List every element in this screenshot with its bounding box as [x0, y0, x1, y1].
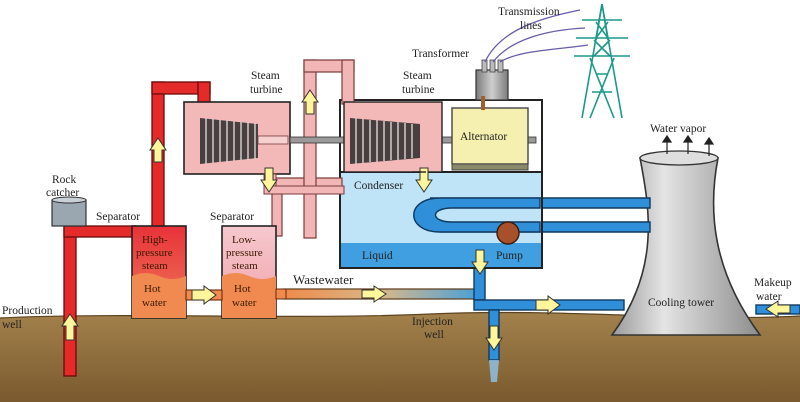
- label-alternator: Alternator: [460, 131, 507, 143]
- label-hot-water-2a: Hot: [234, 283, 251, 295]
- separator-2: [221, 225, 277, 319]
- condenser: [339, 171, 543, 269]
- transformer: [475, 59, 509, 110]
- label-high-pressure-1: High-: [142, 234, 168, 246]
- label-liquid: Liquid: [362, 250, 393, 262]
- label-hot-water-1b: water: [142, 297, 167, 309]
- ground: [0, 312, 800, 402]
- label-makeup-water-2: water: [756, 291, 782, 303]
- label-cooling-tower: Cooling tower: [648, 297, 714, 309]
- label-high-pressure-2: pressure: [136, 247, 173, 259]
- label-low-pressure-2: pressure: [226, 247, 263, 259]
- label-high-pressure-3: steam: [142, 260, 168, 272]
- label-low-pressure-3: steam: [232, 260, 258, 272]
- label-production-well-1: Production: [2, 305, 53, 317]
- label-transmission-1: Transmission: [498, 6, 560, 18]
- injection-well-plume: [489, 360, 499, 382]
- label-makeup-water-1: Makeup: [754, 277, 792, 289]
- label-separator-1: Separator: [96, 211, 140, 223]
- steam-turbine-1: [183, 101, 291, 175]
- label-transmission-2: lines: [520, 20, 542, 32]
- water-vapor-arrows: [661, 134, 715, 156]
- pylon-icon: [574, 3, 630, 119]
- label-steam-turbine-2a: Steam: [403, 70, 432, 82]
- label-injection-well-2: well: [424, 329, 444, 341]
- alternator: [451, 107, 529, 171]
- label-transformer: Transformer: [412, 48, 469, 60]
- transmission-lines: [484, 9, 589, 63]
- separator-1: [131, 225, 187, 319]
- label-low-pressure-1: Low-: [232, 234, 256, 246]
- pump-icon: [496, 221, 520, 245]
- label-separator-2: Separator: [210, 211, 254, 223]
- label-production-well-2: well: [2, 319, 22, 331]
- label-hot-water-2b: water: [232, 297, 257, 309]
- label-steam-turbine-1a: Steam: [251, 70, 280, 82]
- label-hot-water-1a: Hot: [144, 283, 161, 295]
- label-rock-catcher-1: Rock: [52, 174, 77, 186]
- label-water-vapor: Water vapor: [650, 123, 706, 135]
- label-wastewater: Wastewater: [293, 272, 354, 287]
- steam-turbine-2: [343, 101, 443, 173]
- label-steam-turbine-2b: turbine: [402, 84, 435, 96]
- label-pump: Pump: [496, 250, 523, 262]
- rock-catcher: [51, 196, 87, 227]
- label-rock-catcher-2: catcher: [46, 187, 79, 199]
- label-injection-well-1: Injection: [412, 316, 453, 328]
- label-steam-turbine-1b: turbine: [250, 84, 283, 96]
- flow-arrows: [61, 89, 791, 351]
- label-condenser: Condenser: [354, 180, 403, 192]
